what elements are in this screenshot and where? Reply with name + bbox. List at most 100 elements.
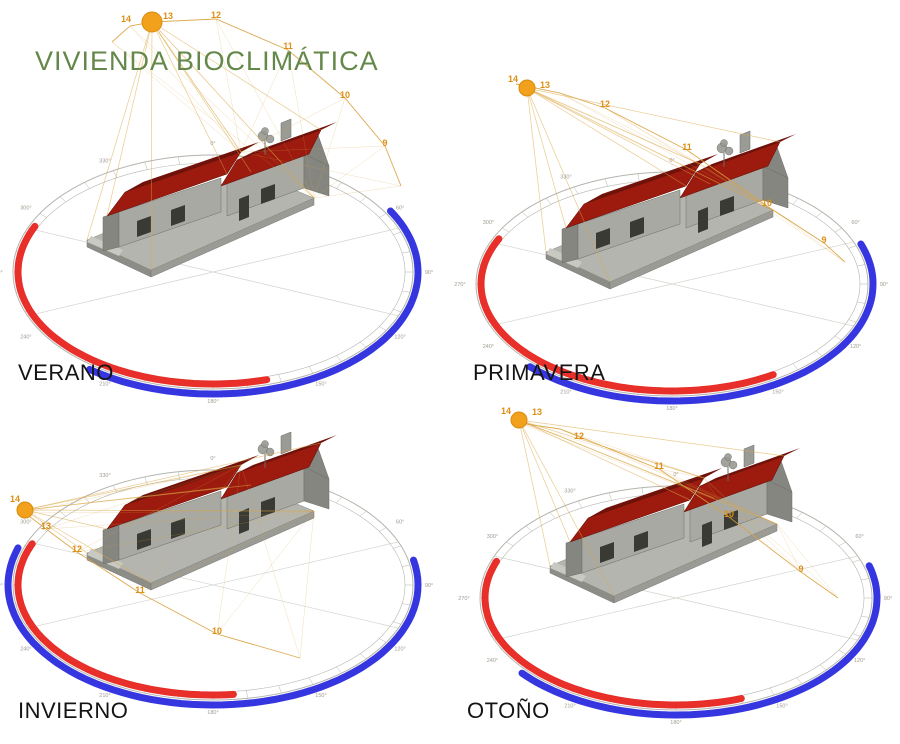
degree-label: 270° bbox=[454, 282, 465, 288]
degree-label: 330° bbox=[99, 158, 110, 164]
house-model bbox=[545, 130, 796, 290]
season-label-otono: OTOÑO bbox=[467, 698, 550, 723]
red-arc bbox=[477, 235, 777, 395]
tree-icon bbox=[257, 127, 275, 155]
degree-label: 0° bbox=[673, 472, 678, 478]
degree-label: 120° bbox=[854, 658, 865, 664]
degree-label: 90° bbox=[884, 596, 892, 602]
blue-arc bbox=[86, 207, 422, 398]
blue-arc bbox=[518, 562, 881, 719]
sun-icon bbox=[16, 501, 34, 519]
hour-label-10: 10 bbox=[212, 626, 222, 636]
tree-icon bbox=[716, 139, 734, 167]
blue-arc bbox=[4, 544, 422, 709]
red-arc bbox=[481, 557, 745, 709]
hour-label-14: 14 bbox=[121, 14, 131, 24]
degree-label: 180° bbox=[207, 710, 218, 716]
sun-path bbox=[24, 512, 301, 659]
degree-label: 180° bbox=[666, 406, 677, 412]
panel-verano: 90°120°150°180°210°240°270°300°330°0°30°… bbox=[0, 10, 433, 405]
hour-label-10: 10 bbox=[724, 509, 734, 519]
hour-label-13: 13 bbox=[532, 407, 542, 417]
sun-path bbox=[111, 18, 402, 187]
hour-label-13: 13 bbox=[540, 80, 550, 90]
hour-label-9: 9 bbox=[798, 564, 803, 574]
degree-label: 180° bbox=[670, 720, 681, 726]
degree-label: 60° bbox=[851, 220, 859, 226]
degree-label: 210° bbox=[99, 382, 110, 388]
degree-label: 210° bbox=[564, 703, 575, 709]
red-arc bbox=[14, 222, 271, 388]
degree-label: 90° bbox=[880, 282, 888, 288]
hour-label-10: 10 bbox=[340, 90, 350, 100]
hour-label-11: 11 bbox=[283, 41, 293, 51]
degree-label: 210° bbox=[560, 389, 571, 395]
hour-label-12: 12 bbox=[72, 544, 82, 554]
hour-label-14: 14 bbox=[501, 406, 511, 416]
season-label-primavera: PRIMAVERA bbox=[473, 360, 606, 385]
degree-label: 210° bbox=[99, 693, 110, 699]
degree-label: 120° bbox=[850, 344, 861, 350]
degree-label: 300° bbox=[20, 206, 31, 212]
sun-rays bbox=[526, 87, 781, 283]
degree-label: 270° bbox=[458, 596, 469, 602]
degree-label: 240° bbox=[20, 647, 31, 653]
panel-primavera: 90°120°150°180°210°240°270°300°330°0°30°… bbox=[454, 74, 888, 412]
degree-label: 60° bbox=[396, 520, 404, 526]
degree-label: 60° bbox=[855, 534, 863, 540]
degree-label: 150° bbox=[315, 382, 326, 388]
blue-arc bbox=[526, 240, 877, 405]
degree-label: 240° bbox=[483, 344, 494, 350]
hour-label-12: 12 bbox=[574, 431, 584, 441]
hour-label-11: 11 bbox=[135, 585, 145, 595]
sun-rays bbox=[24, 442, 322, 584]
hour-label-11: 11 bbox=[654, 461, 664, 471]
degree-label: 0° bbox=[210, 456, 215, 462]
hour-projection-lines bbox=[24, 464, 315, 659]
degree-label: 270° bbox=[0, 583, 3, 589]
degree-label: 150° bbox=[772, 389, 783, 395]
degree-label: 0° bbox=[210, 141, 215, 147]
sun-rays bbox=[518, 419, 785, 597]
degree-label: 90° bbox=[425, 583, 433, 589]
degree-label: 0° bbox=[669, 158, 674, 164]
tree-icon bbox=[720, 453, 738, 481]
degree-label: 60° bbox=[396, 206, 404, 212]
hour-label-12: 12 bbox=[600, 99, 610, 109]
hour-label-9: 9 bbox=[382, 138, 387, 148]
season-label-invierno: INVIERNO bbox=[18, 698, 129, 723]
degree-label: 300° bbox=[487, 534, 498, 540]
page-title: VIVIENDA BIOCLIMÁTICA bbox=[35, 46, 379, 76]
degree-label: 300° bbox=[20, 520, 31, 526]
sun-icon bbox=[141, 11, 163, 33]
sun-icon bbox=[518, 79, 536, 97]
house-model bbox=[86, 118, 337, 278]
degree-label: 240° bbox=[487, 658, 498, 664]
degree-label: 150° bbox=[315, 693, 326, 699]
hour-label-13: 13 bbox=[41, 521, 51, 531]
degree-label: 330° bbox=[99, 473, 110, 479]
degree-label: 330° bbox=[564, 489, 575, 495]
hour-label-10: 10 bbox=[762, 198, 772, 208]
degree-label: 120° bbox=[394, 647, 405, 653]
panel-otono: 90°120°150°180°210°240°270°300°330°0°30°… bbox=[458, 406, 892, 726]
degree-label: 270° bbox=[0, 270, 3, 276]
sun-path bbox=[518, 422, 839, 599]
degree-label: 300° bbox=[483, 220, 494, 226]
sun-path bbox=[515, 83, 846, 263]
sun-icon bbox=[510, 411, 528, 429]
sun-rays bbox=[86, 21, 322, 271]
hour-label-9: 9 bbox=[821, 235, 826, 245]
degree-label: 120° bbox=[394, 335, 405, 341]
house-model bbox=[549, 444, 800, 604]
hour-label-14: 14 bbox=[10, 494, 20, 504]
hour-label-14: 14 bbox=[508, 74, 518, 84]
degree-label: 240° bbox=[20, 335, 31, 341]
season-label-verano: VERANO bbox=[18, 360, 114, 385]
hour-label-12: 12 bbox=[211, 10, 221, 20]
degree-label: 180° bbox=[207, 399, 218, 405]
house-model bbox=[86, 431, 337, 591]
panel-invierno: 90°120°150°180°210°240°270°300°330°0°30°… bbox=[0, 431, 433, 716]
